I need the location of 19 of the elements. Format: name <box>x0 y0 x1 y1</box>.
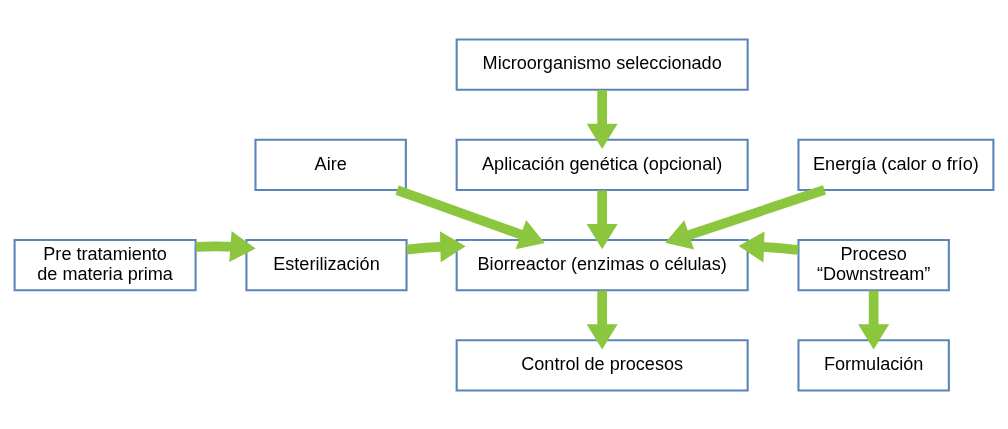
arrow <box>738 230 799 262</box>
node-box: Formulación <box>797 338 950 391</box>
arrow <box>665 184 826 250</box>
arrow <box>586 89 618 149</box>
node-box: Energía (calor o frío) <box>797 138 995 191</box>
node-box: Control de procesos <box>455 338 749 391</box>
node-box: Microorganismo seleccionado <box>455 38 749 91</box>
arrow <box>395 185 545 249</box>
node-box: Aplicación genética (opcional) <box>455 138 749 191</box>
arrow <box>406 230 466 262</box>
node-box: Esterilización <box>245 238 408 291</box>
arrow <box>586 290 618 349</box>
node-box: Aire <box>254 138 407 191</box>
arrow <box>586 189 618 249</box>
node-box: Proceso “Downstream” <box>797 238 950 291</box>
arrow <box>195 230 256 262</box>
arrow <box>858 290 890 349</box>
node-box: Biorreactor (enzimas o células) <box>455 238 749 291</box>
node-box: Pre tratamiento de materia prima <box>13 238 197 291</box>
